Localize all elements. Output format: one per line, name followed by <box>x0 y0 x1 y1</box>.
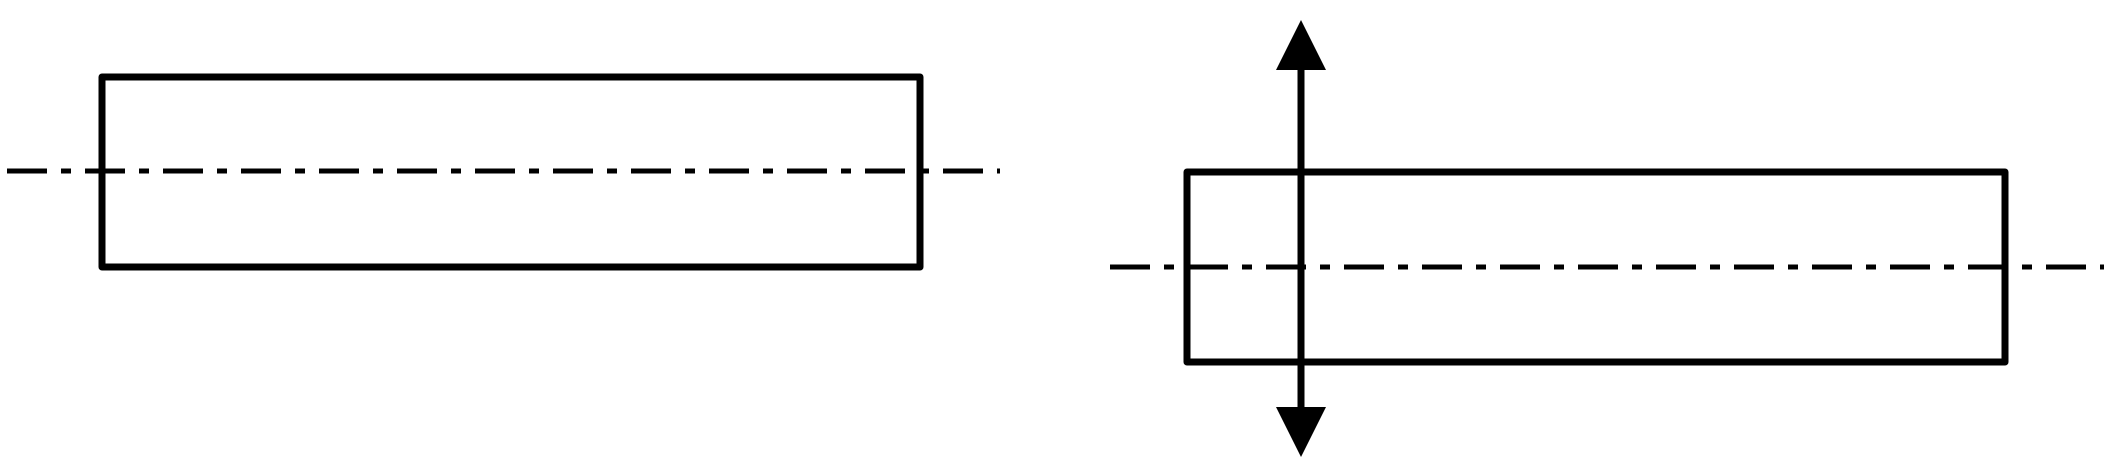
arrow-head-up-icon <box>1276 20 1326 70</box>
arrow-head-down-icon <box>1276 407 1326 457</box>
left-rectangle <box>98 73 924 271</box>
right-rectangle <box>1183 168 2009 366</box>
left-panel <box>7 73 1000 271</box>
right-panel <box>1110 20 2104 457</box>
double-headed-vertical-arrow <box>1276 20 1326 457</box>
